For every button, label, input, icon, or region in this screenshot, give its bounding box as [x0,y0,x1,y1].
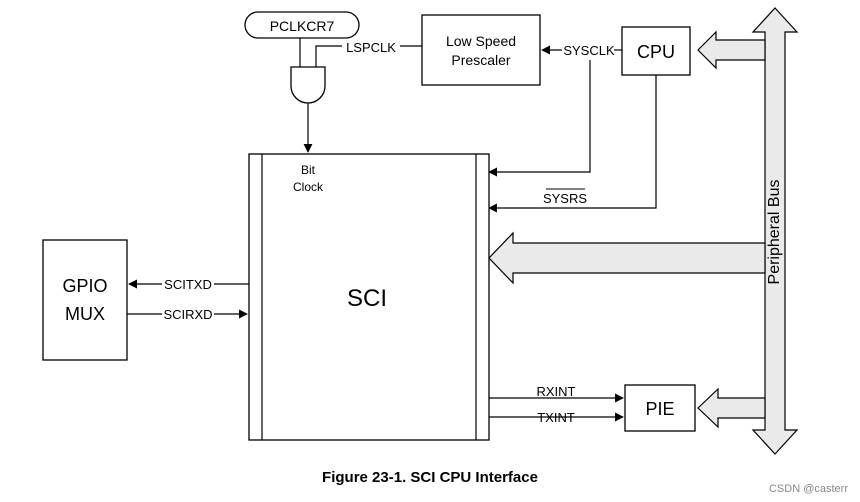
scirxd-label: SCIRXD [163,307,212,322]
rxint-label: RXINT [537,384,576,399]
cpu-label: CPU [637,42,675,62]
bus-to-pie-arrow [697,387,766,429]
pclkcr7-label: PCLKCR7 [270,18,335,34]
txint-label: TXINT [537,410,575,425]
low-speed-prescaler-block [421,14,541,86]
bit-clock-label-line2: Clock [293,180,324,194]
watermark-text: CSDN @casterr [769,483,848,495]
sysrs-label: SYSRS [543,191,587,206]
cpu-block [621,26,691,76]
figure-caption: Figure 23-1. SCI CPU Interface [322,469,538,486]
pie-label: PIE [645,399,674,419]
bus-to-sci-arrow [488,231,766,285]
sci-label: SCI [347,285,387,312]
sysclk-label: SYSCLK [563,43,615,58]
prescaler-label-line1: Low Speed [446,33,516,49]
bus-to-cpu-arrow [697,30,766,70]
sysclk-to-sci-wire [488,60,591,177]
and-gate-symbol [290,66,326,104]
gpio-mux-block [42,239,128,361]
sci-block [248,153,490,441]
lspclk-wire [315,45,342,67]
gpio-label-line2: MUX [65,304,105,324]
bit-clock-label-line1: Bit [301,163,316,177]
peripheral-bus [751,7,799,455]
gpio-label-line1: GPIO [62,276,107,296]
peripheral-bus-label: Peripheral Bus [766,180,783,285]
pclkcr7-register [244,11,360,39]
scitxd-label: SCITXD [164,277,212,292]
pie-block [624,384,696,432]
lspclk-label: LSPCLK [346,40,396,55]
prescaler-label-line2: Prescaler [451,52,510,68]
sysrs-wire [488,75,657,213]
